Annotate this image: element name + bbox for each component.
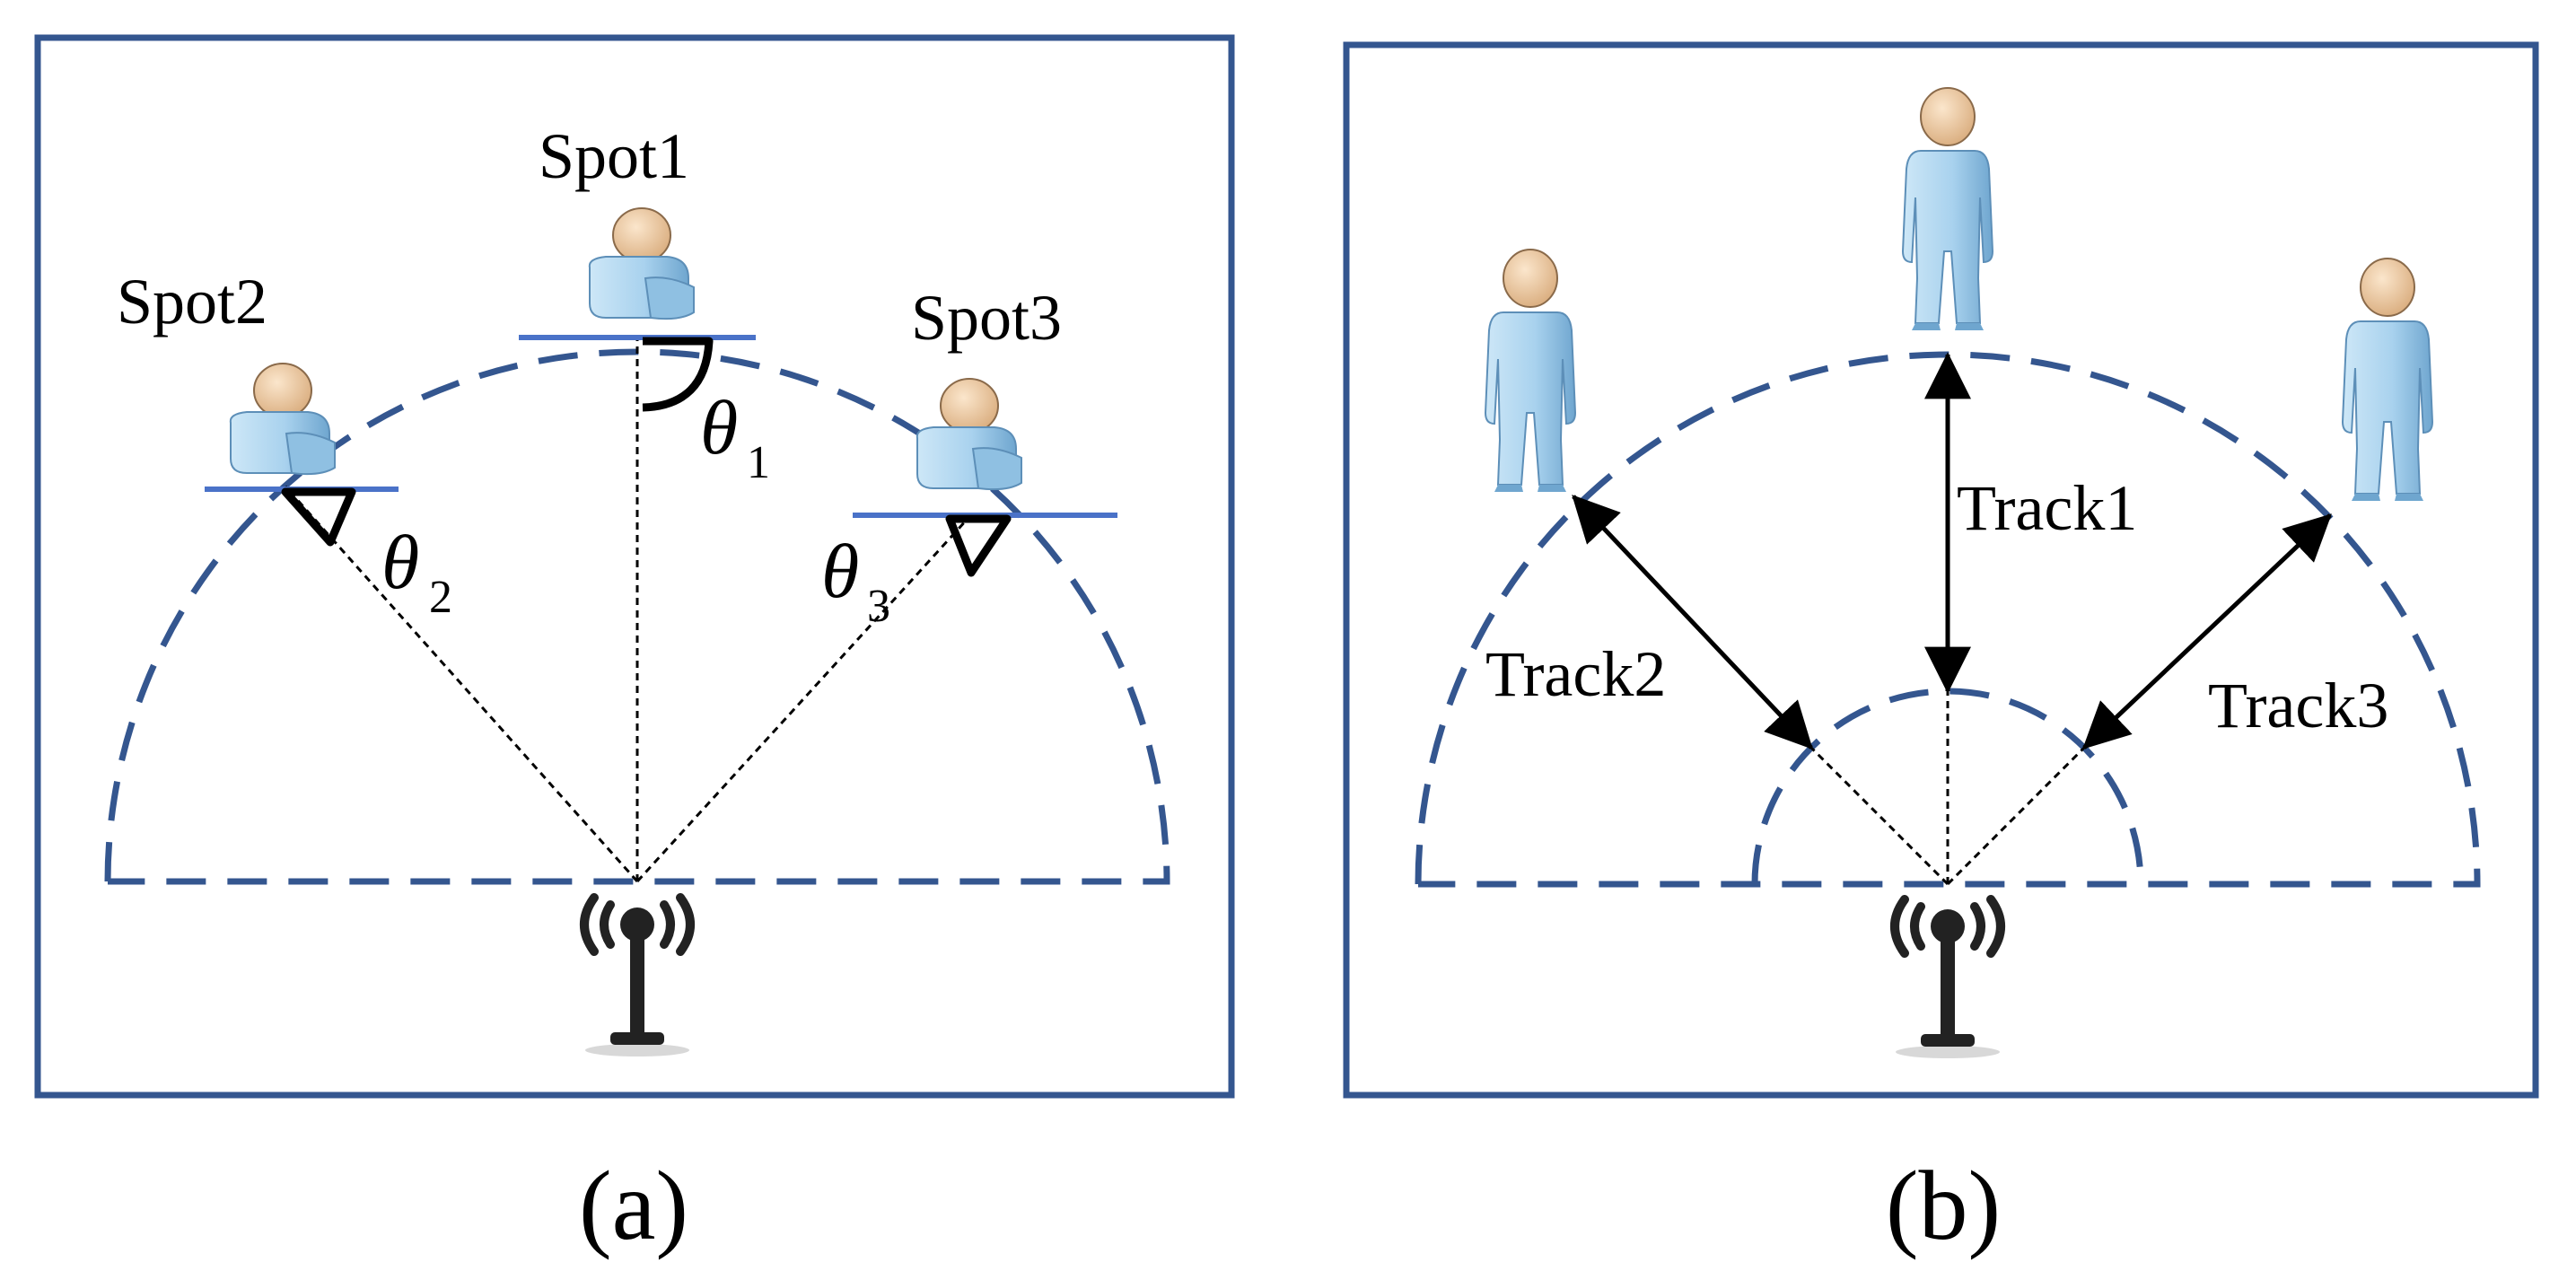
person-icon bbox=[916, 378, 1022, 491]
person-icon bbox=[2342, 258, 2433, 502]
antenna-icon bbox=[1895, 899, 2001, 1058]
person-icon bbox=[1485, 249, 1576, 493]
inner-radial-track3 bbox=[1946, 746, 2086, 886]
person-icon bbox=[229, 363, 336, 476]
radial-line-spot2 bbox=[284, 486, 639, 882]
theta3-subscript: 3 bbox=[867, 581, 890, 632]
inner-arc-dashed bbox=[1751, 688, 2144, 885]
inner-radial-track2 bbox=[1809, 746, 1950, 886]
theta2-subscript: 2 bbox=[429, 572, 452, 623]
coverage-arc-dashed bbox=[104, 348, 1170, 885]
person-icon bbox=[588, 207, 695, 320]
angle-marker-theta2 bbox=[281, 487, 356, 547]
antenna-icon bbox=[584, 898, 690, 1056]
track1-label: Track1 bbox=[1957, 472, 2137, 544]
spot3-label: Spot3 bbox=[911, 282, 1062, 354]
track2-arrow bbox=[1572, 495, 1813, 750]
panel-a: Spot1 Spot2 Spot3 θ 1 θ 2 θ 3 (a) bbox=[34, 34, 1235, 1260]
spot2-label: Spot2 bbox=[117, 266, 267, 338]
track3-label: Track3 bbox=[2208, 670, 2388, 741]
theta1-symbol: θ bbox=[700, 384, 738, 470]
radial-line-spot3 bbox=[635, 517, 969, 883]
panel-b-caption: (b) bbox=[1886, 1151, 2001, 1260]
theta3-symbol: θ bbox=[821, 528, 859, 614]
outer-arc-dashed bbox=[1415, 351, 2481, 888]
theta1-subscript: 1 bbox=[747, 437, 770, 488]
person-icon bbox=[1902, 87, 1993, 331]
panel-b-frame bbox=[1343, 41, 2539, 1099]
angle-marker-theta1 bbox=[642, 337, 714, 412]
angle-marker-theta3 bbox=[945, 514, 1012, 577]
panel-a-caption: (a) bbox=[579, 1151, 688, 1260]
panel-b: Track1 Track2 Track3 (b) bbox=[1343, 41, 2539, 1260]
track2-label: Track2 bbox=[1485, 638, 1666, 710]
theta2-symbol: θ bbox=[381, 519, 419, 605]
spot1-label: Spot1 bbox=[539, 120, 689, 192]
panel-a-frame bbox=[34, 34, 1235, 1099]
track3-arrow bbox=[2082, 513, 2332, 750]
